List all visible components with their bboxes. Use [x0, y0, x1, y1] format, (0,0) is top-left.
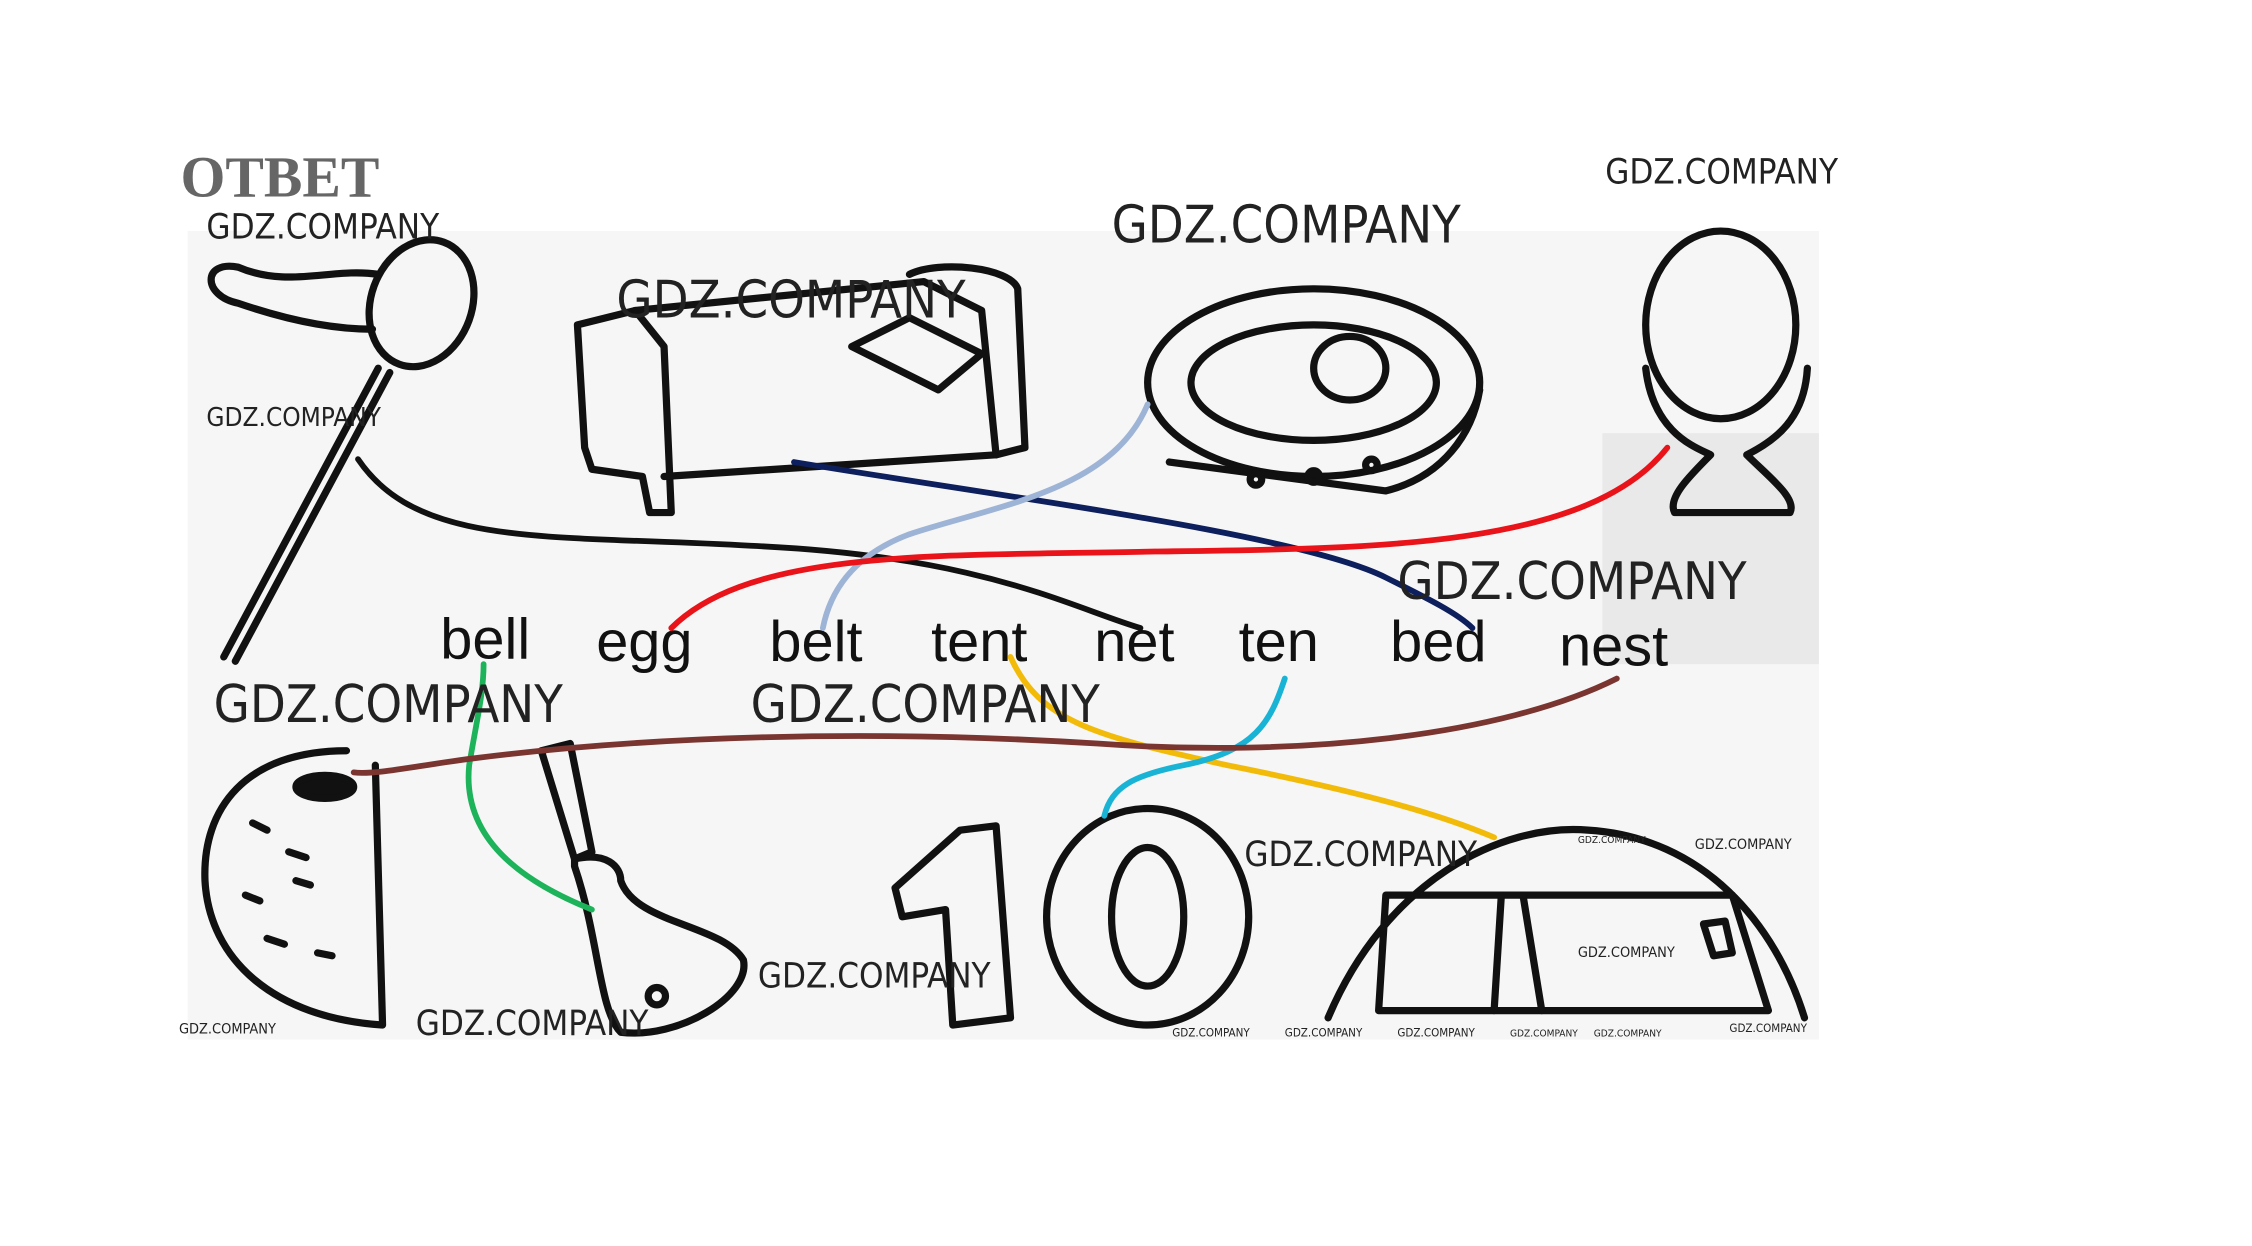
watermark: GDZ.COMPANY	[1510, 1029, 1578, 1040]
word-nest: nest	[1559, 615, 1668, 679]
word-list: bell egg belt tent net ten bed nest	[440, 607, 1668, 678]
line-net	[355, 456, 1144, 631]
line-ten	[1101, 675, 1288, 819]
watermark: GDZ.COMPANY	[1578, 835, 1646, 846]
answer-title: ОТВЕТ	[180, 146, 379, 209]
egg-picture	[1642, 227, 1811, 517]
watermark: GDZ.COMPANY	[416, 1004, 650, 1044]
answer-lines	[350, 401, 1671, 913]
watermark: GDZ.COMPANY	[1397, 1026, 1475, 1040]
watermark: GDZ.COMPANY	[1244, 835, 1478, 875]
watermarks: GDZ.COMPANY GDZ.COMPANY GDZ.COMPANY GDZ.…	[179, 152, 1839, 1044]
watermark: GDZ.COMPANY	[758, 957, 992, 997]
word-net: net	[1094, 610, 1174, 674]
watermark: GDZ.COMPANY	[206, 403, 381, 433]
word-bed: bed	[1390, 610, 1486, 674]
watermark: GDZ.COMPANY	[206, 207, 440, 247]
watermark: GDZ.COMPANY	[1397, 552, 1747, 612]
word-bell: bell	[440, 607, 530, 671]
line-tent	[1007, 654, 1498, 841]
watermark: GDZ.COMPANY	[1172, 1026, 1250, 1040]
watermark: GDZ.COMPANY	[1605, 152, 1839, 192]
watermark: GDZ.COMPANY	[214, 675, 564, 735]
ten-picture	[891, 804, 1253, 1029]
watermark: GDZ.COMPANY	[1578, 945, 1675, 961]
watermark: GDZ.COMPANY	[616, 271, 966, 331]
net-picture	[207, 236, 478, 665]
word-belt: belt	[769, 610, 862, 674]
watermark: GDZ.COMPANY	[1729, 1021, 1807, 1035]
watermark: GDZ.COMPANY	[1594, 1029, 1662, 1040]
bell-picture	[537, 739, 748, 1037]
bed-picture	[573, 263, 1029, 517]
watermark: GDZ.COMPANY	[1695, 837, 1792, 853]
watermark: GDZ.COMPANY	[179, 1022, 276, 1038]
line-belt	[819, 401, 1151, 631]
line-nest	[350, 675, 1620, 776]
nest-picture	[201, 747, 387, 1029]
watermark: GDZ.COMPANY	[751, 675, 1101, 735]
watermark: GDZ.COMPANY	[1112, 196, 1462, 256]
line-bell	[465, 661, 595, 913]
watermark: GDZ.COMPANY	[1285, 1026, 1363, 1040]
line-egg	[668, 444, 1671, 631]
tent-picture	[1324, 825, 1809, 1022]
word-ten: ten	[1239, 610, 1319, 674]
background-shade	[1602, 433, 1819, 665]
belt-picture	[1144, 285, 1484, 495]
